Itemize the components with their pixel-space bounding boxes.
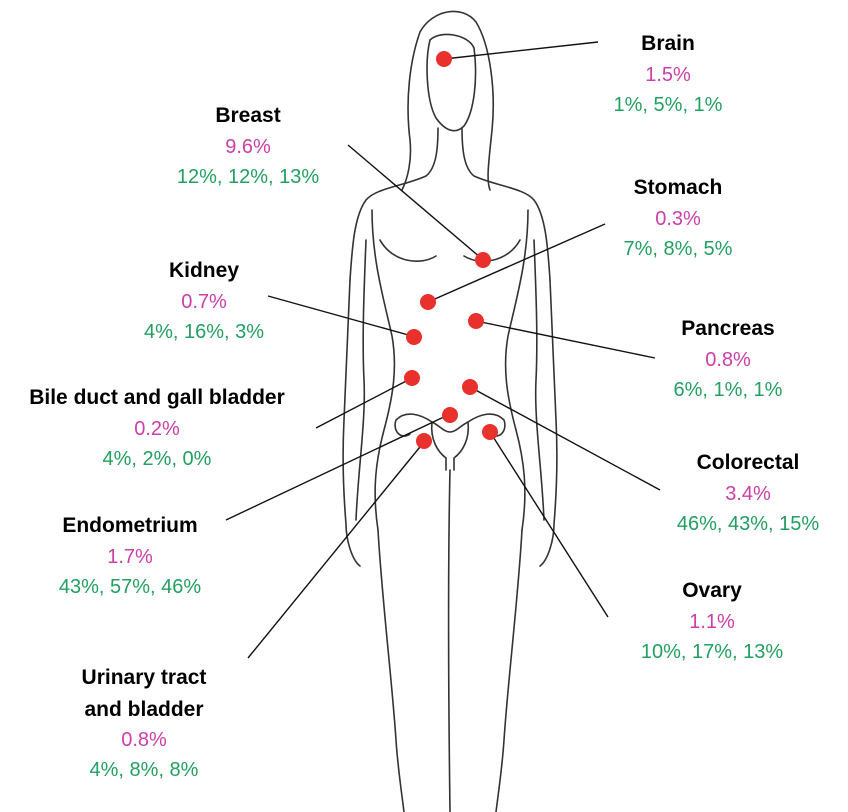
- cumulative-risks: 46%, 43%, 15%: [648, 509, 848, 539]
- cumulative-risks: 7%, 8%, 5%: [578, 234, 778, 264]
- label-stomach: Stomach 0.3% 7%, 8%, 5%: [578, 172, 778, 264]
- incidence-rate: 0.8%: [628, 345, 828, 375]
- label-ovary: Ovary 1.1% 10%, 17%, 13%: [612, 575, 812, 667]
- organ-name: Pancreas: [628, 313, 828, 345]
- cumulative-risks: 4%, 2%, 0%: [2, 444, 312, 474]
- dot-stomach: [420, 294, 436, 310]
- cumulative-risks: 12%, 12%, 13%: [148, 162, 348, 192]
- legs-outline: [378, 470, 522, 812]
- cumulative-risks: 6%, 1%, 1%: [628, 375, 828, 405]
- label-endometrium: Endometrium 1.7% 43%, 57%, 46%: [30, 510, 230, 602]
- incidence-rate: 0.7%: [104, 287, 304, 317]
- incidence-rate: 9.6%: [148, 132, 348, 162]
- cumulative-risks: 10%, 17%, 13%: [612, 637, 812, 667]
- label-breast: Breast 9.6% 12%, 12%, 13%: [148, 100, 348, 192]
- organ-name: Ovary: [612, 575, 812, 607]
- right-arm-outline: [534, 240, 557, 566]
- organ-name: Breast: [148, 100, 348, 132]
- incidence-rate: 3.4%: [648, 479, 848, 509]
- label-bile-duct: Bile duct and gall bladder 0.2% 4%, 2%, …: [2, 382, 312, 474]
- cumulative-risks: 4%, 16%, 3%: [104, 317, 304, 347]
- dot-urinary: [416, 433, 432, 449]
- breast-line: [380, 240, 520, 261]
- leader-ovary: [490, 432, 608, 617]
- cumulative-risks: 43%, 57%, 46%: [30, 572, 230, 602]
- label-kidney: Kidney 0.7% 4%, 16%, 3%: [104, 255, 304, 347]
- dot-breast: [475, 252, 491, 268]
- organ-name-line2: and bladder: [44, 694, 244, 726]
- organ-name: Colorectal: [648, 447, 848, 479]
- dot-ovary: [482, 424, 498, 440]
- leader-urinary: [248, 442, 424, 658]
- cumulative-risks: 4%, 8%, 8%: [44, 755, 244, 785]
- organ-name: Bile duct and gall bladder: [2, 382, 312, 414]
- incidence-rate: 0.3%: [578, 204, 778, 234]
- organ-name: Endometrium: [30, 510, 230, 542]
- organ-name-line1: Urinary tract: [44, 662, 244, 694]
- hair-outline: [402, 11, 493, 190]
- organ-name: Stomach: [578, 172, 778, 204]
- incidence-rate: 0.8%: [44, 725, 244, 755]
- incidence-rate: 1.5%: [568, 60, 768, 90]
- organ-name: Brain: [568, 28, 768, 60]
- shoulders-outline: [350, 128, 550, 280]
- dot-colorectal: [462, 379, 478, 395]
- label-colorectal: Colorectal 3.4% 46%, 43%, 15%: [648, 447, 848, 539]
- leader-breast: [348, 145, 481, 258]
- incidence-rate: 1.7%: [30, 542, 230, 572]
- dot-pancreas: [468, 313, 484, 329]
- organ-dots: [404, 51, 498, 449]
- incidence-rate: 1.1%: [612, 607, 812, 637]
- dot-kidney: [406, 329, 422, 345]
- dot-bile: [404, 370, 420, 386]
- label-pancreas: Pancreas 0.8% 6%, 1%, 1%: [628, 313, 828, 405]
- cumulative-risks: 1%, 5%, 1%: [568, 90, 768, 120]
- face-outline: [427, 34, 475, 130]
- incidence-rate: 0.2%: [2, 414, 312, 444]
- dot-brain: [436, 51, 452, 67]
- label-urinary-tract: Urinary tract and bladder 0.8% 4%, 8%, 8…: [44, 662, 244, 785]
- label-brain: Brain 1.5% 1%, 5%, 1%: [568, 28, 768, 120]
- organ-name: Kidney: [104, 255, 304, 287]
- dot-endometrium: [442, 407, 458, 423]
